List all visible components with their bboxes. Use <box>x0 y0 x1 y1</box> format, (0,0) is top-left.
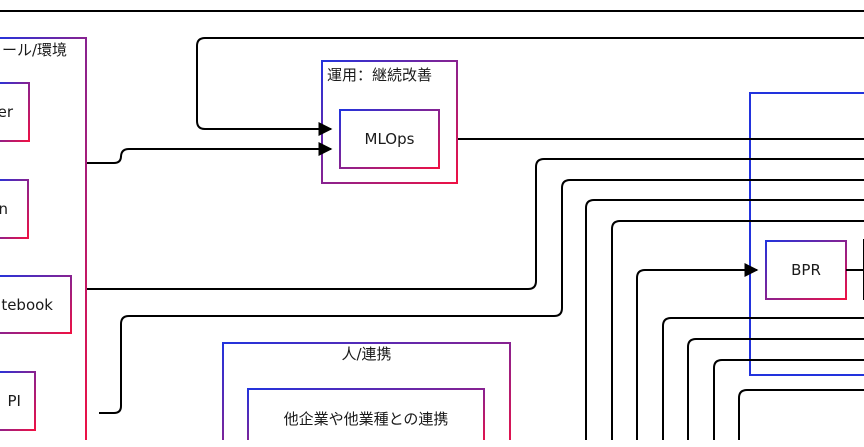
edges <box>87 37 864 440</box>
node-tool-1-label: er <box>0 103 13 121</box>
group-tools-frame <box>0 37 87 440</box>
node-collab-label: 他企業や他業種との連携 <box>283 409 449 428</box>
edge-tools-to-mlops <box>87 142 333 164</box>
node-tool-2-label: n <box>0 200 8 218</box>
group-people-title: 人/連携 <box>341 345 392 363</box>
edge-loop-to-mlops <box>196 37 864 136</box>
group-people-frame <box>222 342 511 440</box>
edge-nested-1 <box>585 199 864 440</box>
node-tool-2-box <box>0 179 29 239</box>
node-tool-4-box <box>0 371 36 431</box>
node-collab-box <box>247 388 485 440</box>
edge-nested-5 <box>687 338 864 440</box>
edge-api-right <box>99 179 864 414</box>
edge-nested-6 <box>713 359 864 440</box>
group-right-frame <box>749 92 864 376</box>
node-mlops-label: MLOps <box>364 130 415 148</box>
node-tool-3-label: tebook <box>1 295 53 314</box>
group-tools-title: ール/環境 <box>2 41 68 59</box>
edge-nested-2 <box>611 220 864 440</box>
node-tool-1-box <box>0 82 30 142</box>
node-bpr-label: BPR <box>791 261 821 279</box>
edge-nested-7 <box>738 389 864 440</box>
edge-nested-4 <box>662 317 864 440</box>
node-tool-3-box <box>0 275 72 334</box>
edge-tools-right-1 <box>87 158 864 290</box>
node-mlops-box <box>339 109 440 169</box>
edge-to-bpr <box>636 263 759 440</box>
node-tool-4-label: PI <box>7 392 21 410</box>
group-operations-title: 運用：継続改善 <box>327 66 433 84</box>
